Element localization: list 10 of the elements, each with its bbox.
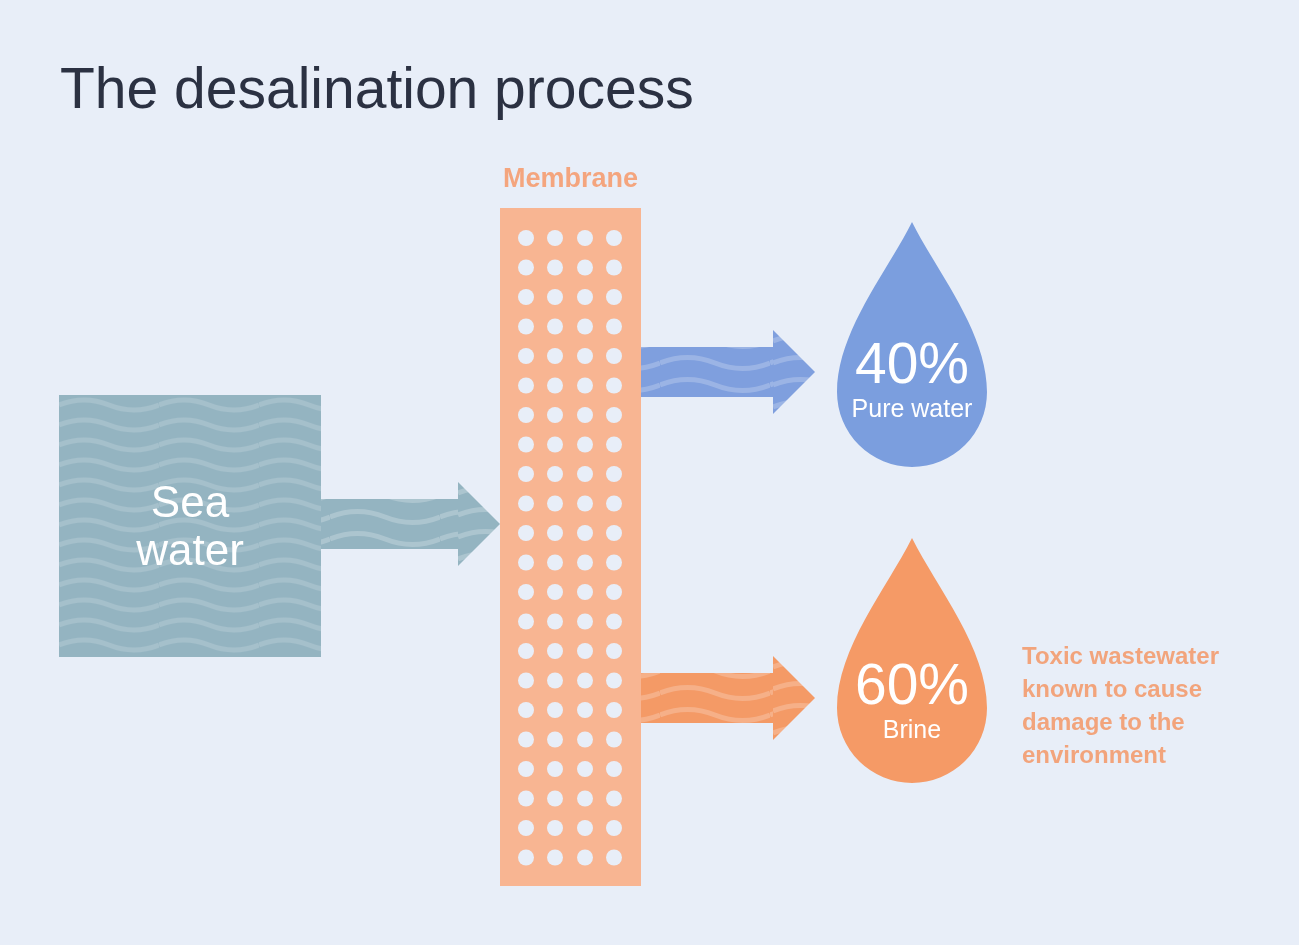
box-label: Sea water <box>135 478 245 574</box>
percentage-value: 40% <box>854 333 970 393</box>
panel-label: Membrane <box>503 162 638 194</box>
drop-label: Pure water <box>851 393 973 423</box>
percentage-value: 60% <box>854 654 970 714</box>
caption-text: Toxic wastewater known to cause damage to the environment <box>1022 641 1220 770</box>
flow-arrow <box>321 482 500 566</box>
flow-arrow <box>641 330 815 414</box>
drop-label: Brine <box>882 714 942 744</box>
flow-arrow <box>641 656 815 740</box>
